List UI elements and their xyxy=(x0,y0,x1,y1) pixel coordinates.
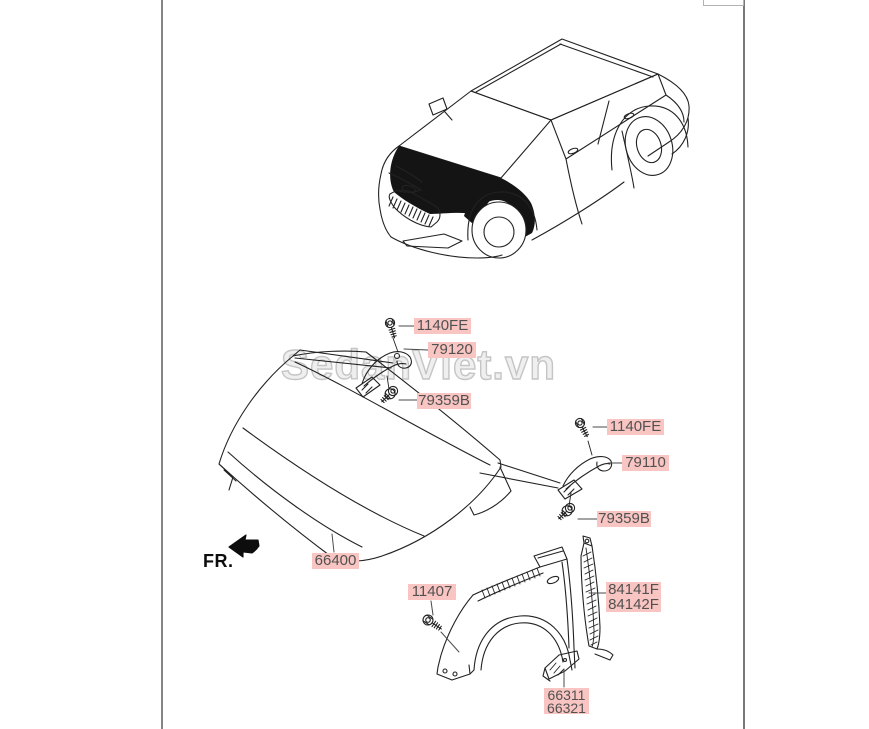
top-edge-box xyxy=(703,0,744,6)
part-label-66400[interactable]: 66400 xyxy=(312,553,359,569)
part-label-66311[interactable]: 66311 xyxy=(544,688,589,702)
part-label-79120[interactable]: 79120 xyxy=(428,342,476,358)
page-border-right xyxy=(743,0,745,729)
hood-hinge-right-drawing xyxy=(479,440,613,507)
bolt-icon-1140FE-left xyxy=(384,317,397,339)
bolt-icon-79359B-left xyxy=(380,385,399,404)
fender-panel-drawing xyxy=(436,546,576,681)
part-label-79110[interactable]: 79110 xyxy=(622,455,669,471)
part-label-84141F[interactable]: 84141F xyxy=(606,582,661,598)
bolt-icon-79359B-right xyxy=(557,502,576,521)
part-label-66321[interactable]: 66321 xyxy=(544,701,589,715)
fender-insulator-drawing xyxy=(580,535,614,661)
part-label-1140FE-left[interactable]: 1140FE xyxy=(414,318,471,334)
bolt-icon-11407 xyxy=(422,614,442,631)
part-label-79359B-left[interactable]: 79359B xyxy=(417,392,471,409)
fr-arrow-icon xyxy=(228,534,260,558)
fr-direction-label: FR. xyxy=(203,551,234,571)
car-illustration xyxy=(378,38,690,259)
part-label-79359B-right[interactable]: 79359B xyxy=(597,510,651,527)
fender-bracket-drawing xyxy=(542,650,580,682)
part-label-1140FE-right[interactable]: 1140FE xyxy=(607,419,664,435)
bolt-icon-1140FE-right xyxy=(574,417,590,438)
part-label-11407[interactable]: 11407 xyxy=(408,584,456,600)
leader-lines xyxy=(331,325,623,688)
hood-hinge-left-drawing xyxy=(294,337,412,398)
part-label-84142F[interactable]: 84142F xyxy=(606,597,661,613)
page-border-left xyxy=(161,0,163,729)
hood-panel-drawing xyxy=(218,349,512,562)
